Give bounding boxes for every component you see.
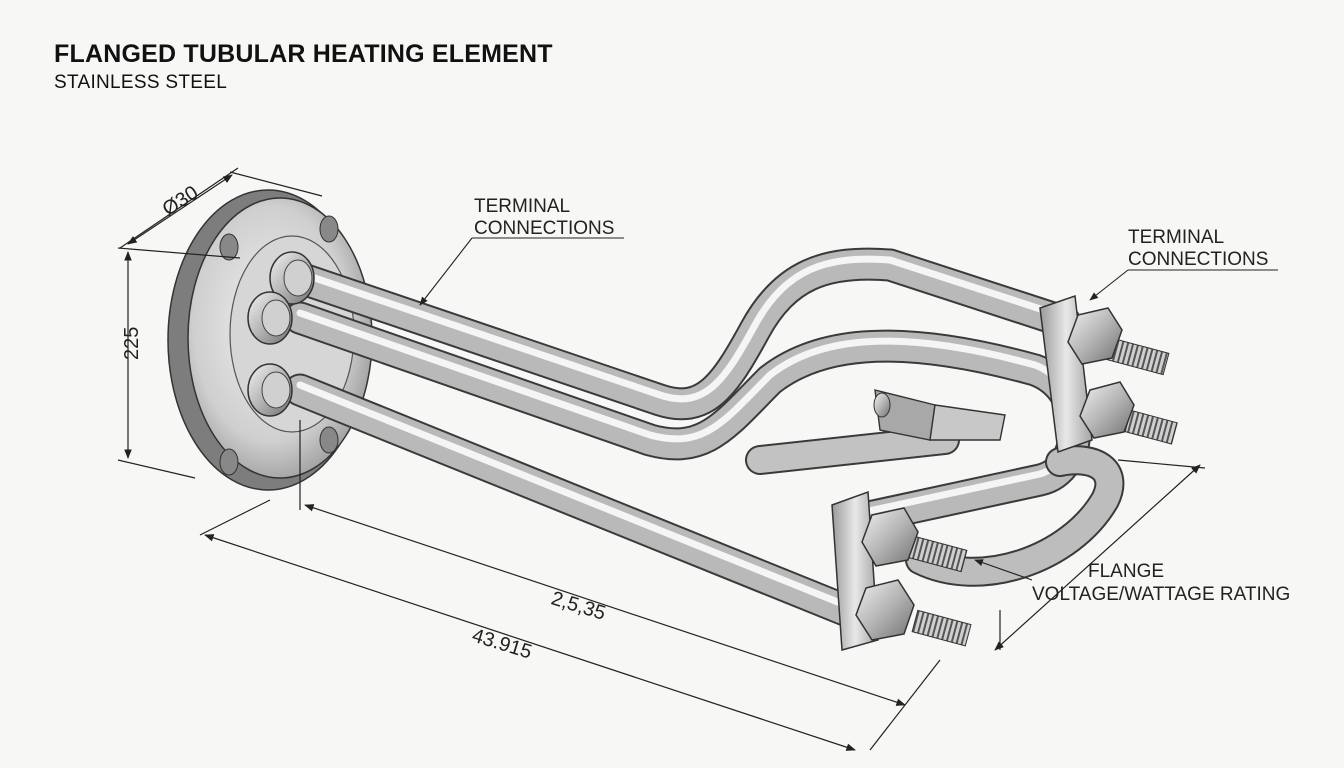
tube-collars <box>247 251 315 417</box>
bolt-hole <box>319 426 339 454</box>
thermostat-clamp <box>873 389 1006 441</box>
callout-flange-line2: VOLTAGE/WATTAGE RATING <box>1032 584 1290 605</box>
callout-leaders <box>419 237 1278 581</box>
dimension-diameter: Ø30 <box>159 182 203 221</box>
callout-terminal-right-line1: TERMINAL <box>1128 227 1224 248</box>
dimension-height: 225 <box>121 327 143 360</box>
dimension-overall-length: 43.915 <box>469 625 534 664</box>
terminal-bracket-upper <box>1039 294 1178 454</box>
bolt-hole <box>219 448 239 476</box>
dimension-inner-length: 2,5,35 <box>549 587 609 624</box>
callout-terminal-right-line2: CONNECTIONS <box>1128 249 1268 270</box>
callout-flange-line1: FLANGE <box>1088 561 1164 582</box>
bolt-hole <box>319 215 339 243</box>
diagram-subtitle: STAINLESS STEEL <box>54 72 228 93</box>
callout-terminal-left-line2: CONNECTIONS <box>474 218 614 239</box>
callout-terminal-left-line1: TERMINAL <box>474 196 570 217</box>
diagram-title: FLANGED TUBULAR HEATING ELEMENT <box>54 40 553 68</box>
dimension-lines <box>117 167 1206 751</box>
